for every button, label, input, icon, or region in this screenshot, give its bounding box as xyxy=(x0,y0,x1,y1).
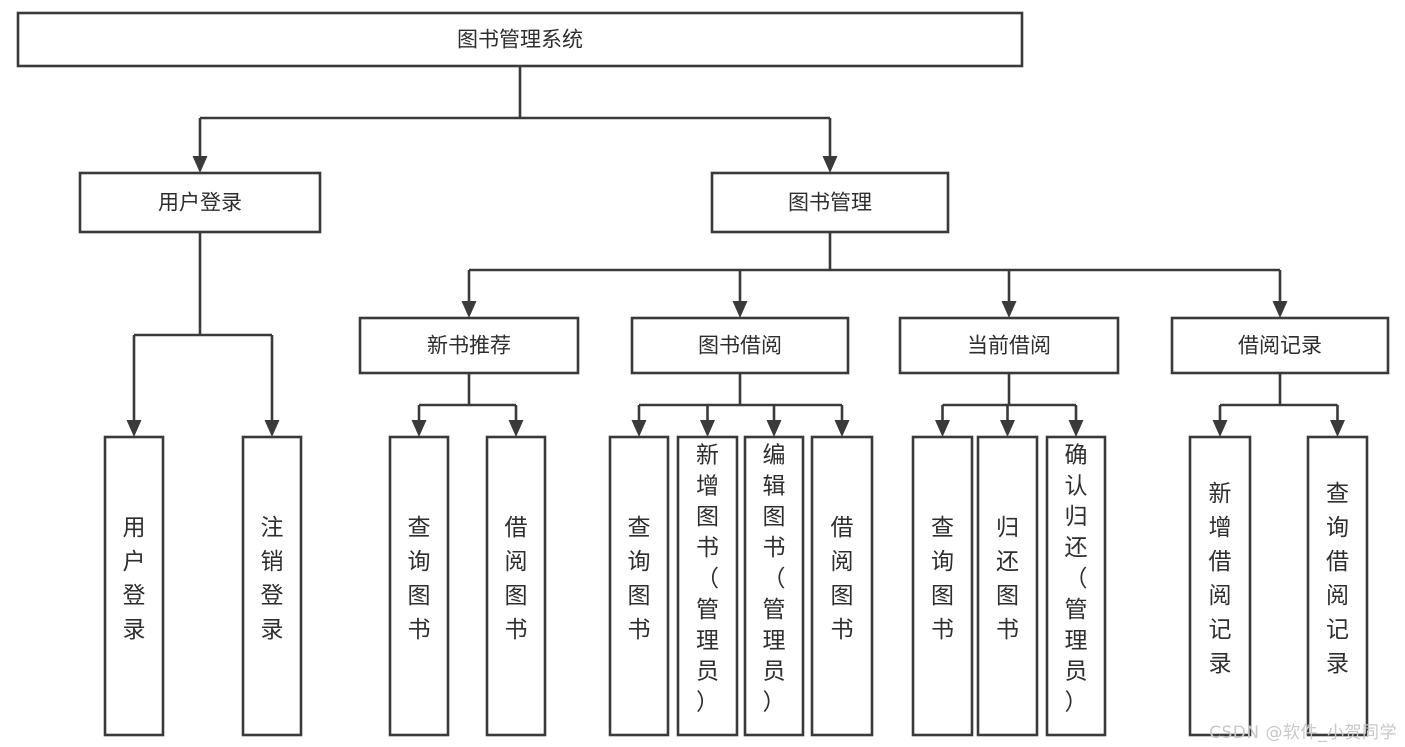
node-box xyxy=(976,435,1039,737)
node-leaf-borrow-book-b[interactable]: 借阅图书 xyxy=(810,435,874,737)
node-box xyxy=(1170,316,1390,375)
arrow-head xyxy=(822,156,838,173)
node-root[interactable]: 图书管理系统 xyxy=(16,11,1024,68)
node-l2-book-mgmt[interactable]: 图书管理 xyxy=(710,171,950,234)
arrow-head xyxy=(1001,301,1017,318)
node-label: 新书推荐 xyxy=(427,334,511,358)
node-box xyxy=(241,435,303,737)
node-box xyxy=(676,435,739,737)
node-leaf-return-book[interactable]: 归还图书 xyxy=(976,435,1039,737)
nodes-layer: 图书管理系统用户登录图书管理新书推荐图书借阅当前借阅借阅记录用户登录注销登录查询… xyxy=(16,11,1390,737)
node-label: 新增图书（管理员） xyxy=(696,442,719,715)
node-box xyxy=(78,171,322,234)
node-label: 查询借阅记录 xyxy=(1326,481,1349,677)
arrow-head xyxy=(192,156,208,173)
arrow-head xyxy=(508,420,524,437)
edge-group-l3_loan_record xyxy=(1212,373,1345,437)
node-label: 借阅图书 xyxy=(505,515,528,643)
arrow-head xyxy=(1068,420,1084,437)
node-box xyxy=(1045,435,1107,737)
arrow-head xyxy=(1330,420,1345,437)
node-leaf-edit-book[interactable]: 编辑图书（管理员） xyxy=(743,435,805,737)
node-leaf-confirm-ret[interactable]: 确认归还（管理员） xyxy=(1045,435,1107,737)
node-box xyxy=(608,435,670,737)
node-label: 图书借阅 xyxy=(698,334,782,358)
node-label: 图书管理系统 xyxy=(457,28,583,52)
arrow-head xyxy=(834,420,850,437)
node-l3-book-borrow[interactable]: 图书借阅 xyxy=(630,316,850,375)
node-box xyxy=(898,316,1120,375)
node-box xyxy=(388,435,450,737)
node-leaf-add-record[interactable]: 新增借阅记录 xyxy=(1188,435,1252,737)
arrow-head xyxy=(631,420,647,437)
node-label: 图书管理 xyxy=(788,191,872,215)
arrow-head xyxy=(126,420,142,437)
node-box xyxy=(16,11,1024,68)
arrow-head xyxy=(461,301,477,318)
edge-group-l2_user_login xyxy=(126,232,280,437)
node-label: 查询图书 xyxy=(628,515,651,643)
node-box xyxy=(630,316,850,375)
arrow-head xyxy=(411,420,427,437)
arrow-head xyxy=(264,420,280,437)
edge-group-l3_current_loan xyxy=(935,373,1084,437)
node-label: 注销登录 xyxy=(261,515,284,643)
edge-group-l3_new_book_rec xyxy=(411,373,524,437)
node-label: 借阅图书 xyxy=(831,515,854,643)
node-label: 查询图书 xyxy=(931,515,954,643)
node-label: 归还图书 xyxy=(996,515,1019,643)
node-box xyxy=(485,435,547,737)
edge-group-l2_book_mgmt xyxy=(461,232,1288,318)
arrow-head xyxy=(935,420,950,437)
node-label: 确认归还（管理员） xyxy=(1065,442,1088,715)
arrow-head xyxy=(766,420,782,437)
arrow-head xyxy=(1212,420,1228,437)
node-box xyxy=(358,316,580,375)
node-leaf-user-login[interactable]: 用户登录 xyxy=(103,435,165,737)
node-label: 查询图书 xyxy=(408,515,431,643)
node-leaf-borrow-book-a[interactable]: 借阅图书 xyxy=(485,435,547,737)
node-leaf-user-logout[interactable]: 注销登录 xyxy=(241,435,303,737)
node-box xyxy=(710,171,950,234)
node-leaf-query-book-a[interactable]: 查询图书 xyxy=(388,435,450,737)
node-label: 借阅记录 xyxy=(1238,334,1322,358)
edge-group-l3_book_borrow xyxy=(631,373,850,437)
arrow-head xyxy=(700,420,715,437)
arrow-head xyxy=(732,301,748,318)
edges-layer xyxy=(126,66,1345,437)
node-box xyxy=(810,435,874,737)
node-box xyxy=(103,435,165,737)
node-box xyxy=(911,435,974,737)
node-leaf-query-book-b[interactable]: 查询图书 xyxy=(608,435,670,737)
node-label: 当前借阅 xyxy=(967,334,1051,358)
csdn-watermark: CSDN @软件_小贺同学 xyxy=(1209,723,1397,743)
arrow-head xyxy=(1000,420,1015,437)
node-leaf-query-book-c[interactable]: 查询图书 xyxy=(911,435,974,737)
node-box xyxy=(743,435,805,737)
node-leaf-query-record[interactable]: 查询借阅记录 xyxy=(1306,435,1369,737)
node-box xyxy=(1306,435,1369,737)
node-box xyxy=(1188,435,1252,737)
node-l3-current-loan[interactable]: 当前借阅 xyxy=(898,316,1120,375)
edge-group-root xyxy=(192,66,838,173)
node-label: 编辑图书（管理员） xyxy=(763,442,786,715)
node-label: 用户登录 xyxy=(158,191,242,215)
node-l3-loan-record[interactable]: 借阅记录 xyxy=(1170,316,1390,375)
node-leaf-add-book[interactable]: 新增图书（管理员） xyxy=(676,435,739,737)
node-l3-new-book-rec[interactable]: 新书推荐 xyxy=(358,316,580,375)
node-l2-user-login[interactable]: 用户登录 xyxy=(78,171,322,234)
arrow-head xyxy=(1272,301,1288,318)
node-label: 用户登录 xyxy=(123,515,146,643)
node-label: 新增借阅记录 xyxy=(1209,481,1232,677)
